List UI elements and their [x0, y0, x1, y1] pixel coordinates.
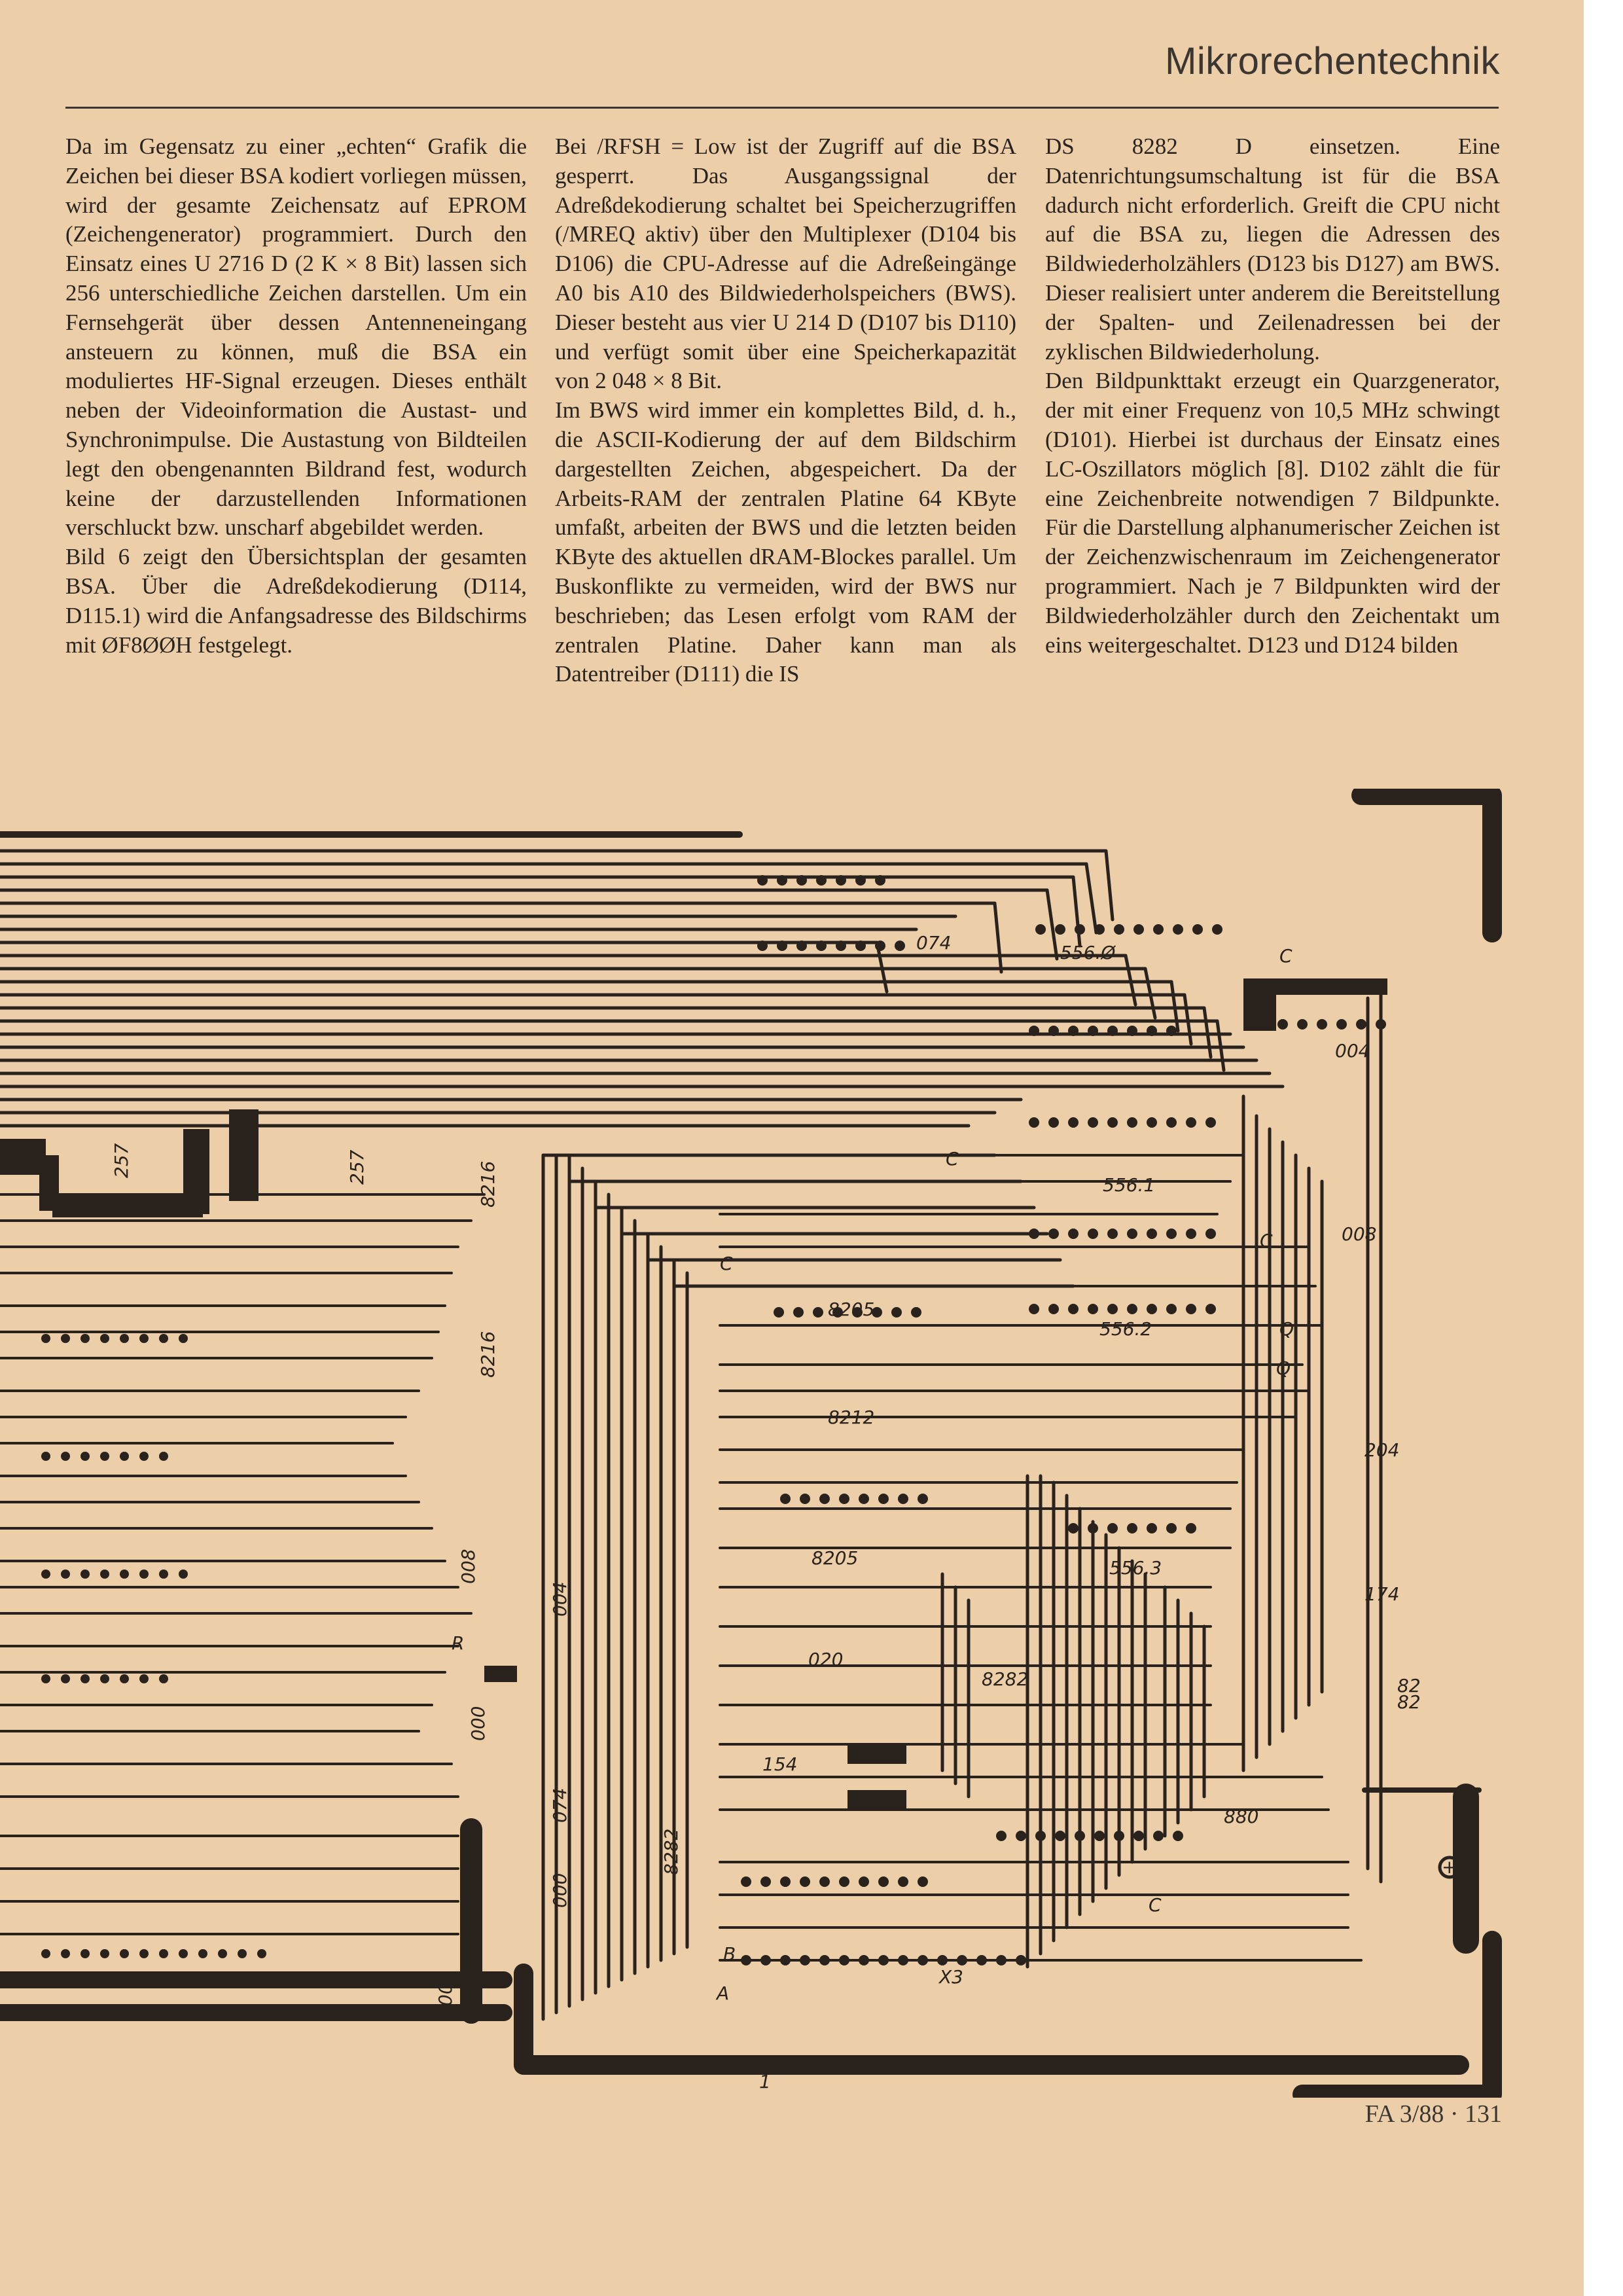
pcb-label-c-top: C	[1279, 945, 1293, 967]
pcb-label-82-a: 82	[1397, 1675, 1421, 1696]
pcb-label-q2: Q	[1276, 1357, 1291, 1379]
pcb-label-000-a: 000	[467, 1706, 489, 1741]
pcb-label-8282-mid: 8282	[982, 1668, 1028, 1690]
pcb-label-q1: Q	[1279, 1318, 1294, 1340]
text-column-2: Bei /RFSH = Low ist der Zugriff auf die …	[555, 132, 1016, 689]
paragraph: Da im Gegensatz zu einer „echten“ Grafik…	[65, 134, 527, 541]
pcb-label-c-mid2: C	[1260, 1230, 1273, 1251]
pcb-label-004-mid: 004	[549, 1582, 571, 1617]
pcb-label-008-right: 008	[1342, 1223, 1376, 1245]
pcb-label-204: 204	[1364, 1439, 1399, 1461]
pcb-label-one: 1	[759, 2071, 771, 2092]
pcb-label-82-b: 82	[1397, 1691, 1421, 1713]
paper-edge	[1584, 0, 1623, 2296]
pcb-label-174: 174	[1364, 1583, 1399, 1605]
pcb-label-c-left: C	[720, 1253, 733, 1274]
pcb-label-8205-b: 8205	[812, 1547, 858, 1569]
pcb-label-556-0: 556.Ø	[1060, 942, 1116, 963]
pcb-label-8212: 8212	[828, 1407, 874, 1428]
paragraph: Im BWS wird immer ein komplettes Bild, d…	[555, 397, 1016, 687]
section-title: Mikrorechentechnik	[1165, 40, 1500, 82]
pcb-label-c-bottom: C	[1149, 1894, 1162, 1916]
pcb-label-074-mid: 074	[549, 1788, 571, 1823]
text-column-3: DS 8282 D einsetzen. Eine Datenrichtungs…	[1045, 132, 1500, 660]
paragraph: DS 8282 D einsetzen. Eine Datenrichtungs…	[1045, 134, 1500, 365]
paragraph: Bild 6 zeigt den Übersichtsplan der gesa…	[65, 544, 527, 658]
page-footer: FA 3/88 · 131	[1364, 2100, 1502, 2128]
pcb-label-257-a: 257	[111, 1143, 132, 1178]
pcb-label-004-bottom: 004	[435, 1971, 456, 2006]
pcb-label-880: 880	[1224, 1806, 1258, 1827]
pcb-label-a: A	[715, 1982, 729, 2004]
pcb-label-008-left: 008	[457, 1549, 479, 1584]
paragraph: Den Bildpunkttakt erzeugt ein Quarzgener…	[1045, 368, 1500, 658]
pcb-label-8216-b: 8216	[477, 1331, 499, 1378]
text-column-1: Da im Gegensatz zu einer „echten“ Grafik…	[65, 132, 527, 660]
pcb-label-8282-left: 8282	[660, 1829, 682, 1875]
pcb-label-154: 154	[762, 1753, 797, 1775]
paragraph: Bei /RFSH = Low ist der Zugriff auf die …	[555, 134, 1016, 394]
pcb-label-r: R	[452, 1632, 464, 1654]
pcb-label-8216-a: 8216	[477, 1161, 499, 1208]
pcb-label-c-mid: C	[946, 1148, 959, 1170]
pcb-layout-figure: 074 556.Ø C 004 556.1 008 8205 556.2 Q Q…	[0, 789, 1502, 2098]
pcb-label-8205-a: 8205	[828, 1299, 874, 1320]
header-rule	[65, 107, 1499, 109]
pcb-label-074-top: 074	[916, 932, 951, 954]
pcb-label-556-2: 556.2	[1099, 1318, 1152, 1340]
pcb-label-004-right: 004	[1335, 1040, 1370, 1062]
pcb-label-plus: +	[1442, 1856, 1457, 1878]
pcb-label-556-1: 556.1	[1103, 1174, 1155, 1196]
pcb-label-000-b: 000	[549, 1873, 571, 1908]
pcb-label-556-3: 556.3	[1109, 1557, 1162, 1579]
pcb-label-257-b: 257	[346, 1149, 368, 1185]
pcb-label-020: 020	[808, 1649, 843, 1670]
pcb-label-b: B	[723, 1943, 736, 1965]
pcb-label-x3: X3	[938, 1966, 963, 1988]
